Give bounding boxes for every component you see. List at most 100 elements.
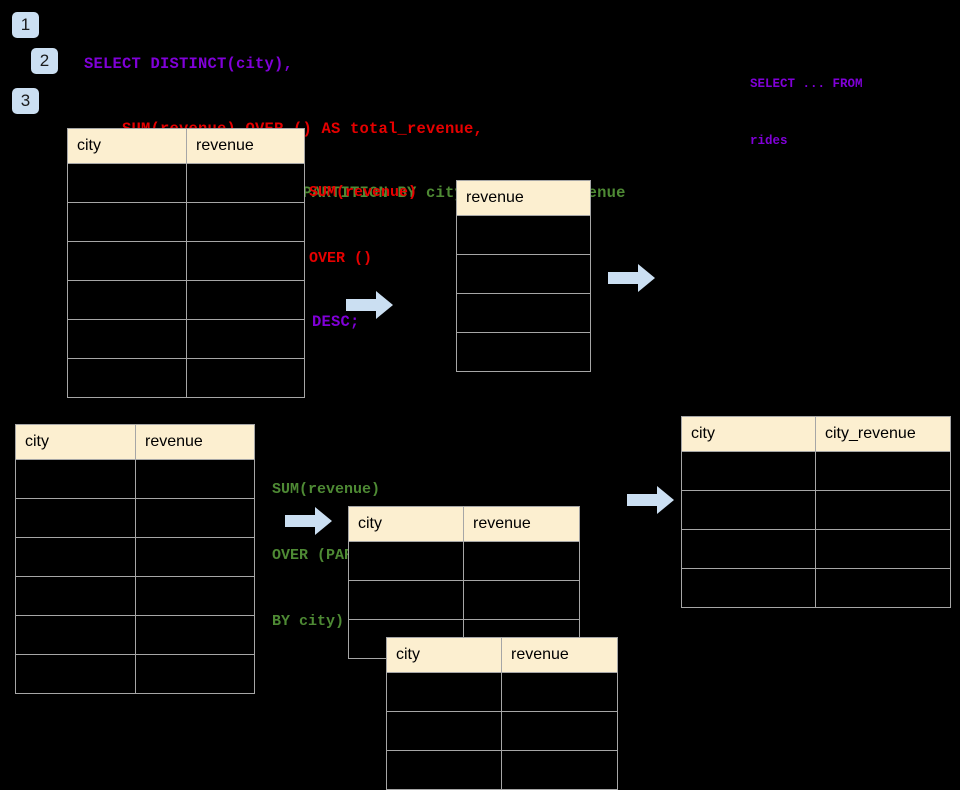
table-cell-city xyxy=(348,541,464,581)
table-cell-city xyxy=(386,750,502,790)
table-row xyxy=(386,711,618,751)
table-cell-revenue xyxy=(186,163,305,203)
right-arrow-icon xyxy=(346,291,393,319)
table-cell-city xyxy=(67,280,187,320)
table-cell-revenue xyxy=(456,215,591,255)
column-header-revenue: revenue xyxy=(456,180,591,216)
column-header-city-revenue: city_revenue xyxy=(815,416,951,452)
table-cell-city xyxy=(67,358,187,398)
table-cell-revenue xyxy=(135,615,255,655)
right-arrow-icon xyxy=(285,507,332,535)
diagram-canvas: 1 2 3 SELECT DISTINCT(city), SUM(revenue… xyxy=(12,12,951,790)
table-row xyxy=(15,654,255,694)
table-cell-revenue xyxy=(456,254,591,294)
table-cell-city xyxy=(386,711,502,751)
table-cell-revenue xyxy=(135,498,255,538)
table-cell-revenue xyxy=(501,711,618,751)
table-cell-city xyxy=(67,241,187,281)
column-header-revenue: revenue xyxy=(186,128,305,164)
table-cell-city xyxy=(67,319,187,359)
annotation-sum-over-partition-line3: BY city) xyxy=(272,613,345,630)
table-cell-city xyxy=(67,163,187,203)
table-row xyxy=(67,202,305,242)
table-header-row: city city_revenue xyxy=(681,416,951,452)
table-cell-city xyxy=(15,654,136,694)
right-arrow-icon xyxy=(627,486,674,514)
table-row xyxy=(67,319,305,359)
table-cell-revenue xyxy=(463,541,580,581)
table-cell-city-revenue xyxy=(815,568,951,608)
table-row xyxy=(386,672,618,712)
table-cell-city xyxy=(15,537,136,577)
table-row xyxy=(681,451,951,491)
table-cell-city-revenue xyxy=(815,529,951,569)
table-cell-city-revenue xyxy=(815,451,951,491)
table-cell-city xyxy=(67,202,187,242)
table-cell-city xyxy=(681,451,816,491)
sql-line-1: SELECT DISTINCT(city), xyxy=(84,55,294,73)
table-cell-revenue xyxy=(135,459,255,499)
table-row xyxy=(681,568,951,608)
table-row xyxy=(348,580,580,620)
arrow-total-to-result xyxy=(608,263,656,293)
table-cell-city xyxy=(15,615,136,655)
table-cell-city xyxy=(681,490,816,530)
table-rides-source: city revenue xyxy=(67,128,305,398)
table-header-row: city revenue xyxy=(386,637,618,673)
column-header-city: city xyxy=(348,506,464,542)
table-header-row: city revenue xyxy=(348,506,580,542)
arrow-source-to-total xyxy=(346,290,394,320)
annotation-select-from-rides-line1: SELECT ... FROM xyxy=(750,77,863,91)
table-row xyxy=(456,332,591,372)
table-row xyxy=(681,490,951,530)
step-badge-1[interactable]: 1 xyxy=(12,12,39,38)
table-cell-city xyxy=(15,459,136,499)
table-cell-city xyxy=(348,580,464,620)
column-header-revenue: revenue xyxy=(135,424,255,460)
table-row xyxy=(15,576,255,616)
right-arrow-icon xyxy=(608,264,655,292)
table-cell-revenue xyxy=(186,202,305,242)
annotation-select-from-rides-line2: rides xyxy=(750,134,788,148)
table-row xyxy=(67,163,305,203)
table-header-row: city revenue xyxy=(67,128,305,164)
table-rides-source-lower: city revenue xyxy=(15,424,255,694)
step-badge-2[interactable]: 2 xyxy=(31,48,58,74)
column-header-city: city xyxy=(67,128,187,164)
table-row xyxy=(456,215,591,255)
table-city-revenue-result: city city_revenue xyxy=(681,416,951,608)
table-cell-city xyxy=(15,576,136,616)
arrow-partition-to-result xyxy=(627,485,675,515)
table-cell-revenue xyxy=(501,672,618,712)
table-total-revenue: revenue xyxy=(456,180,591,372)
table-cell-revenue xyxy=(463,580,580,620)
table-cell-city xyxy=(681,568,816,608)
annotation-select-from-rides: SELECT ... FROM rides xyxy=(750,37,863,189)
step-badge-3[interactable]: 3 xyxy=(12,88,39,114)
annotation-sum-over-empty: SUM(revenue) OVER () xyxy=(309,138,417,314)
table-cell-revenue xyxy=(186,358,305,398)
table-row xyxy=(67,241,305,281)
column-header-city: city xyxy=(681,416,816,452)
column-header-revenue: revenue xyxy=(501,637,618,673)
table-cell-revenue xyxy=(135,576,255,616)
column-header-city: city xyxy=(15,424,136,460)
table-cell-revenue xyxy=(456,293,591,333)
table-row xyxy=(67,358,305,398)
table-row xyxy=(15,498,255,538)
table-row xyxy=(15,459,255,499)
column-header-city: city xyxy=(386,637,502,673)
table-cell-revenue xyxy=(456,332,591,372)
table-row xyxy=(456,254,591,294)
table-row xyxy=(386,750,618,790)
table-cell-city-revenue xyxy=(815,490,951,530)
table-cell-revenue xyxy=(135,537,255,577)
annotation-sum-over-empty-line1: SUM(revenue) xyxy=(309,184,418,201)
table-row xyxy=(67,280,305,320)
table-header-row: revenue xyxy=(456,180,591,216)
table-row xyxy=(15,537,255,577)
table-row xyxy=(456,293,591,333)
table-row xyxy=(681,529,951,569)
column-header-revenue: revenue xyxy=(463,506,580,542)
table-cell-revenue xyxy=(135,654,255,694)
